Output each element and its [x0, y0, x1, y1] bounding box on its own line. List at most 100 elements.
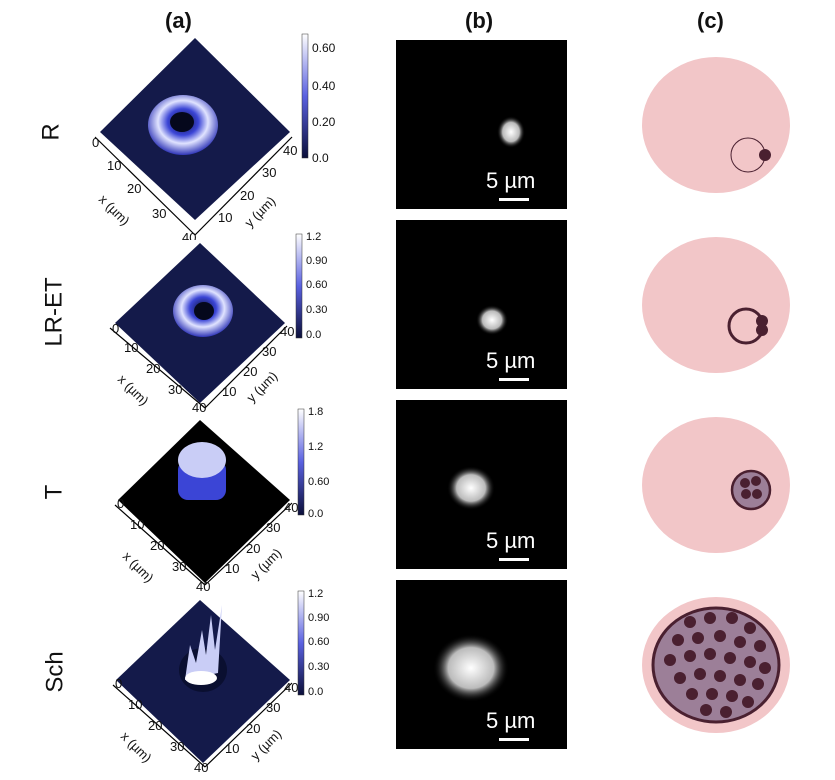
- micrograph-sch: 5 µm: [396, 580, 567, 749]
- colorbar-tick: 0.60: [312, 41, 336, 55]
- y-tick: 20: [246, 721, 260, 736]
- y-tick: 30: [266, 700, 280, 715]
- colorbar-tick: 0.0: [306, 329, 321, 341]
- y-tick: 10: [225, 741, 239, 756]
- column-title-a: (a): [165, 8, 192, 33]
- red-blood-cell: [642, 57, 790, 193]
- column-title-b: (b): [465, 8, 494, 33]
- scale-bar-label: 5 µm: [486, 168, 536, 193]
- merozoite: [704, 612, 716, 624]
- merozoite: [694, 668, 706, 680]
- micrograph-t: 5 µm: [396, 400, 567, 569]
- surface-peak: [178, 442, 226, 478]
- scale-bar: [499, 558, 529, 561]
- schematic-sch: [640, 590, 792, 740]
- y-tick: 20: [246, 541, 260, 556]
- y-tick: 10: [225, 561, 239, 576]
- x-tick: 10: [128, 697, 142, 712]
- colorbar-tick: 0.20: [312, 115, 336, 129]
- colorbar-tick: 0.30: [308, 661, 329, 673]
- y-tick: 20: [240, 188, 254, 203]
- merozoite: [726, 612, 738, 624]
- colorbar-tick: 0.40: [312, 79, 336, 93]
- x-tick: 10: [107, 158, 121, 173]
- x-tick: 20: [146, 361, 160, 376]
- x-tick: 40: [192, 400, 206, 415]
- merozoite: [706, 688, 718, 700]
- x-tick: 10: [130, 517, 144, 532]
- colorbar-tick: 0.60: [306, 279, 327, 291]
- x-axis-label: x (µm): [118, 729, 155, 766]
- merozoite: [664, 654, 676, 666]
- x-tick: 20: [148, 718, 162, 733]
- scale-bar: [499, 198, 529, 201]
- y-tick: 10: [222, 384, 236, 399]
- merozoite: [672, 634, 684, 646]
- scale-bar-label: 5 µm: [486, 708, 536, 733]
- merozoite: [734, 674, 746, 686]
- colorbar-tick: 0.0: [312, 151, 329, 165]
- x-tick: 30: [170, 739, 184, 754]
- x-tick: 0: [117, 496, 124, 511]
- surface-plot-t: 0 10 20 30 40 10 20 30 40 x (µm) y (µm) …: [0, 405, 360, 594]
- merozoite: [752, 678, 764, 690]
- colorbar-tick: 0.90: [306, 255, 327, 267]
- parasite-vacuole: [730, 469, 772, 511]
- merozoite: [744, 622, 756, 634]
- surface-plot-lr-et: 0 10 20 30 40 10 20 30 40 x (µm) y (µm) …: [0, 228, 360, 415]
- y-tick: 40: [283, 143, 297, 158]
- merozoite: [734, 636, 746, 648]
- column-title-c: (c): [697, 8, 724, 33]
- parasite-nucleus: [756, 324, 768, 336]
- colorbar-tick: 1.8: [308, 406, 323, 418]
- parasite-nucleus: [759, 149, 771, 161]
- merozoite: [724, 652, 736, 664]
- parasite-nucleus: [756, 315, 768, 327]
- x-tick: 30: [168, 382, 182, 397]
- schematic-t: [640, 410, 792, 560]
- merozoite: [742, 696, 754, 708]
- surface-plot-sch: 0 10 20 30 40 10 20 30 40 x (µm) y (µm) …: [0, 585, 360, 775]
- scale-bar: [499, 738, 529, 741]
- surface-plot-r: 0 10 20 30 40 10 20 30 40 x (µm) y (µm) …: [0, 30, 360, 245]
- merozoite: [754, 640, 766, 652]
- y-tick: 30: [266, 520, 280, 535]
- y-tick: 20: [243, 364, 257, 379]
- merozoite: [704, 648, 716, 660]
- x-tick: 20: [150, 538, 164, 553]
- merozoite: [714, 630, 726, 642]
- x-tick: 40: [194, 760, 208, 775]
- merozoite: [686, 688, 698, 700]
- colorbar-tick: 1.2: [306, 231, 321, 243]
- micrograph-lr-et: 5 µm: [396, 220, 567, 389]
- colorbar-tick: 0.0: [308, 508, 323, 520]
- scale-bar-label: 5 µm: [486, 528, 536, 553]
- merozoite: [744, 656, 756, 668]
- x-axis-label: x (µm): [96, 192, 133, 229]
- colorbar-tick: 0.0: [308, 686, 323, 698]
- colorbar-tick: 0.90: [308, 612, 329, 624]
- y-tick: 10: [218, 210, 232, 225]
- colorbar-tick: 0.60: [308, 636, 329, 648]
- x-tick: 30: [172, 559, 186, 574]
- x-axis-label: x (µm): [115, 372, 152, 409]
- x-tick: 40: [196, 579, 210, 594]
- y-tick: 30: [262, 344, 276, 359]
- merozoite: [684, 650, 696, 662]
- schematic-lr-et: [640, 230, 792, 380]
- merozoite: [700, 704, 712, 716]
- x-tick: 0: [115, 676, 122, 691]
- merozoite: [674, 672, 686, 684]
- merozoite: [726, 690, 738, 702]
- colorbar-tick: 0.60: [308, 476, 329, 488]
- x-tick: 30: [152, 206, 166, 221]
- merozoite: [684, 616, 696, 628]
- x-tick: 0: [112, 321, 119, 336]
- x-tick: 0: [92, 135, 99, 150]
- y-tick: 40: [284, 500, 298, 515]
- colorbar-tick: 0.30: [306, 304, 327, 316]
- schizont: [651, 606, 781, 724]
- scale-bar-label: 5 µm: [486, 348, 536, 373]
- y-tick: 40: [284, 680, 298, 695]
- y-tick: 30: [262, 165, 276, 180]
